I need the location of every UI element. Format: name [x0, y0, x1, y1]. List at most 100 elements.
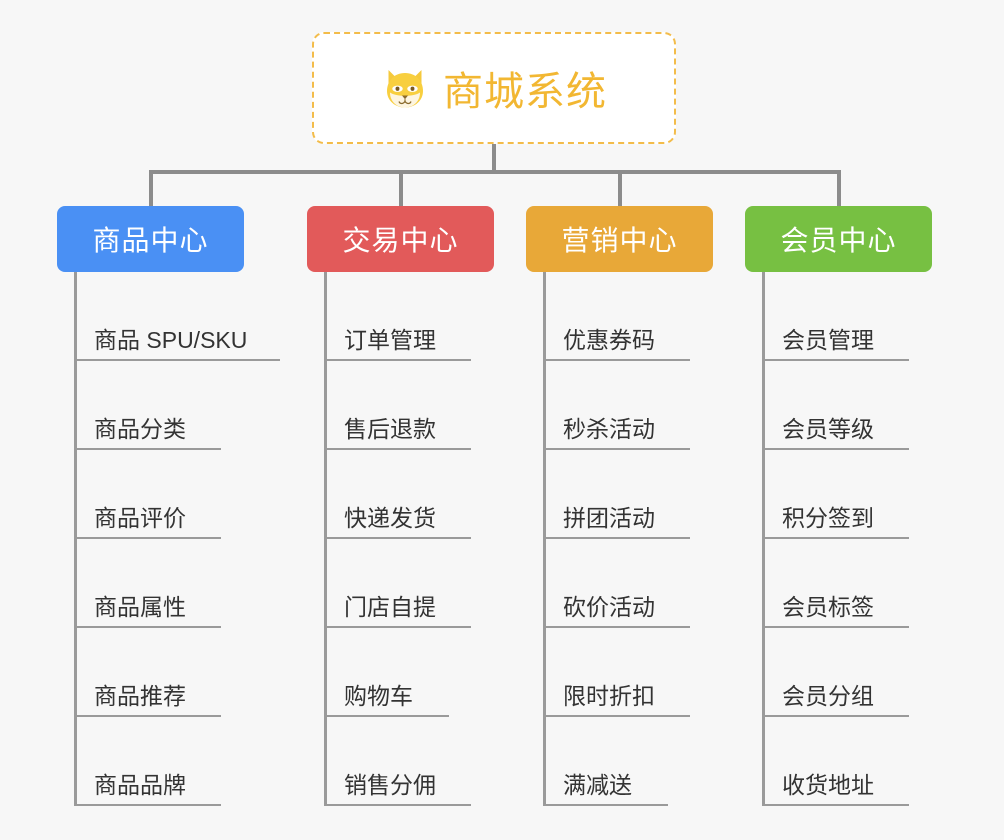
leaf-underline: [762, 359, 909, 361]
branch-header-label: 营销中心: [561, 225, 678, 256]
leaf-label: 会员管理: [782, 326, 874, 353]
leaf-underline: [543, 626, 690, 628]
leaf-item[interactable]: 会员等级: [745, 361, 932, 450]
leaf-item[interactable]: 商品品牌: [57, 717, 244, 806]
branch-header-4[interactable]: 会员中心: [745, 206, 932, 272]
root-node[interactable]: 商城系统: [312, 32, 676, 144]
leaf-label: 收货地址: [782, 771, 874, 798]
branch-header-label: 会员中心: [780, 225, 897, 256]
leaf-underline: [762, 804, 909, 806]
leaf-label: 积分签到: [782, 504, 874, 531]
shiba-dog-face-icon: [381, 64, 429, 112]
leaf-item[interactable]: 门店自提: [307, 539, 494, 628]
leaf-label: 商品评价: [94, 504, 186, 531]
branch-trunk-line: [543, 272, 546, 806]
leaf-item[interactable]: 优惠券码: [526, 272, 713, 361]
leaf-list: 商品 SPU/SKU 商品分类商品评价商品属性商品推荐商品品牌: [57, 272, 280, 806]
leaf-list: 优惠券码秒杀活动拼团活动砍价活动限时折扣满减送: [526, 272, 713, 806]
leaf-label: 秒杀活动: [563, 415, 655, 442]
leaf-underline: [324, 537, 471, 539]
leaf-underline: [762, 448, 909, 450]
leaf-label: 销售分佣: [344, 771, 436, 798]
leaf-underline: [324, 448, 471, 450]
leaf-underline: [74, 715, 221, 717]
leaf-item[interactable]: 商品推荐: [57, 628, 244, 717]
leaf-item[interactable]: 积分签到: [745, 450, 932, 539]
leaf-label: 订单管理: [344, 326, 436, 353]
branch-header-label: 交易中心: [342, 225, 459, 256]
leaf-item[interactable]: 会员分组: [745, 628, 932, 717]
leaf-label: 满减送: [563, 771, 632, 798]
leaf-label: 商品属性: [94, 593, 186, 620]
branch-column: 营销中心优惠券码秒杀活动拼团活动砍价活动限时折扣满减送: [526, 206, 713, 806]
leaf-label: 快递发货: [344, 504, 436, 531]
leaf-item[interactable]: 商品属性: [57, 539, 244, 628]
leaf-label: 限时折扣: [563, 682, 655, 709]
leaf-item[interactable]: 商品评价: [57, 450, 244, 539]
leaf-underline: [74, 626, 221, 628]
leaf-label: 拼团活动: [563, 504, 655, 531]
leaf-underline: [74, 359, 280, 361]
branch-column: 商品中心商品 SPU/SKU 商品分类商品评价商品属性商品推荐商品品牌: [57, 206, 280, 806]
leaf-underline: [324, 359, 471, 361]
leaf-label: 门店自提: [344, 593, 436, 620]
leaf-item[interactable]: 满减送: [526, 717, 713, 806]
leaf-underline: [324, 715, 449, 717]
branch-header-3[interactable]: 营销中心: [526, 206, 713, 272]
leaf-item[interactable]: 购物车: [307, 628, 494, 717]
leaf-underline: [762, 537, 909, 539]
leaf-item[interactable]: 订单管理: [307, 272, 494, 361]
leaf-label: 会员等级: [782, 415, 874, 442]
branch-header-1[interactable]: 商品中心: [57, 206, 244, 272]
leaf-underline: [543, 537, 690, 539]
leaf-underline: [324, 626, 471, 628]
leaf-item[interactable]: 快递发货: [307, 450, 494, 539]
leaf-underline: [543, 448, 690, 450]
leaf-label: 商品 SPU/SKU: [94, 326, 248, 353]
leaf-item[interactable]: 收货地址: [745, 717, 932, 806]
leaf-label: 商品推荐: [94, 682, 186, 709]
leaf-item[interactable]: 秒杀活动: [526, 361, 713, 450]
leaf-label: 会员标签: [782, 593, 874, 620]
branch-column: 交易中心订单管理售后退款快递发货门店自提购物车销售分佣: [307, 206, 494, 806]
connector-horizontal-bus: [149, 170, 837, 174]
leaf-underline: [324, 804, 471, 806]
leaf-list: 订单管理售后退款快递发货门店自提购物车销售分佣: [307, 272, 494, 806]
branch-trunk-line: [324, 272, 327, 806]
connector-branch-vertical: [398, 170, 403, 206]
leaf-label: 砍价活动: [563, 593, 655, 620]
leaf-label: 商品分类: [94, 415, 186, 442]
leaf-item[interactable]: 砍价活动: [526, 539, 713, 628]
leaf-list: 会员管理会员等级积分签到会员标签会员分组收货地址: [745, 272, 932, 806]
branch-column: 会员中心会员管理会员等级积分签到会员标签会员分组收货地址: [745, 206, 932, 806]
leaf-underline: [74, 804, 221, 806]
leaf-label: 商品品牌: [94, 771, 186, 798]
leaf-underline: [543, 715, 690, 717]
leaf-underline: [543, 359, 690, 361]
leaf-item[interactable]: 售后退款: [307, 361, 494, 450]
leaf-item[interactable]: 商品 SPU/SKU: [57, 272, 280, 361]
branch-header-label: 商品中心: [92, 225, 209, 256]
branch-trunk-line: [762, 272, 765, 806]
branch-header-2[interactable]: 交易中心: [307, 206, 494, 272]
branch-trunk-line: [74, 272, 77, 806]
leaf-underline: [762, 626, 909, 628]
connector-branch-vertical: [617, 170, 622, 206]
leaf-item[interactable]: 商品分类: [57, 361, 244, 450]
leaf-underline: [762, 715, 909, 717]
leaf-item[interactable]: 会员标签: [745, 539, 932, 628]
leaf-item[interactable]: 会员管理: [745, 272, 932, 361]
leaf-label: 售后退款: [344, 415, 436, 442]
connector-branch-vertical: [148, 170, 153, 206]
leaf-underline: [543, 804, 668, 806]
leaf-item[interactable]: 拼团活动: [526, 450, 713, 539]
leaf-label: 优惠券码: [563, 326, 655, 353]
leaf-item[interactable]: 销售分佣: [307, 717, 494, 806]
leaf-underline: [74, 448, 221, 450]
connector-root-vertical: [492, 144, 496, 172]
leaf-label: 会员分组: [782, 682, 874, 709]
leaf-underline: [74, 537, 221, 539]
leaf-item[interactable]: 限时折扣: [526, 628, 713, 717]
leaf-label: 购物车: [344, 682, 413, 709]
